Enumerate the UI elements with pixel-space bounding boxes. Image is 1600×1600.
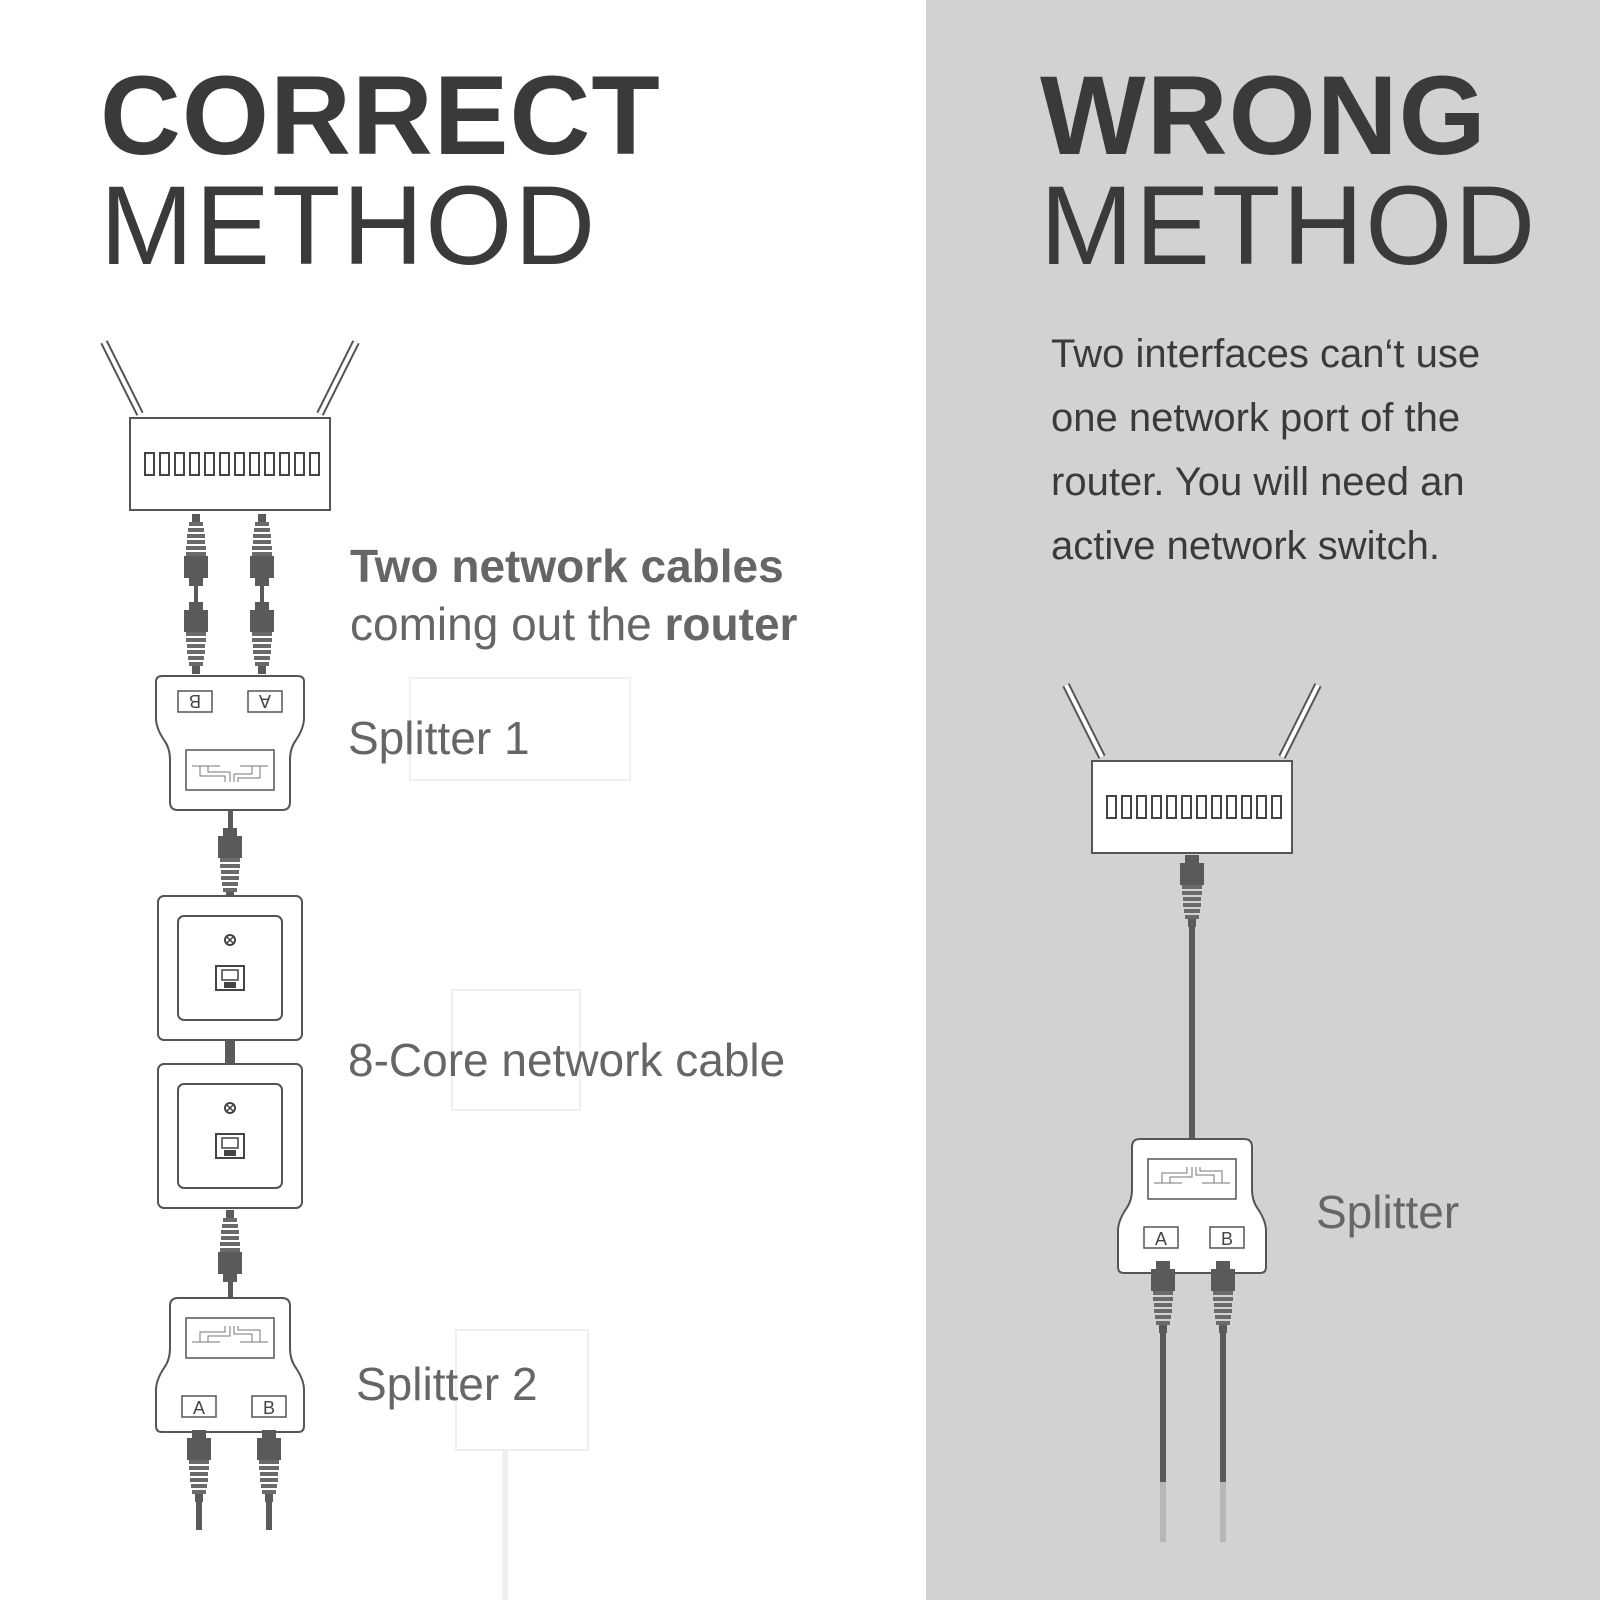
splitter-right-port-b: B (1221, 1229, 1233, 1249)
cable-label: 8-Core network cable (348, 1034, 786, 1086)
ghost-cables-right (1160, 1482, 1226, 1542)
splitter-2-port-b: B (263, 1398, 275, 1418)
wrong-description: Two interfaces can‘t use one network por… (1051, 332, 1481, 568)
splitter-right-ports: A B (1143, 1226, 1245, 1249)
splitter-1-ports: B A (177, 690, 283, 713)
splitter-1-port-a: A (259, 691, 271, 711)
splitter-1-port-b: B (189, 691, 201, 711)
wrong-title-bold: WRONG (1040, 53, 1487, 178)
correct-title-thin: METHOD (100, 163, 598, 288)
socket-link (225, 1040, 235, 1064)
cables-label: Two network cables coming out the router (350, 538, 797, 653)
correct-method-panel (0, 0, 926, 1600)
wall-socket-2 (157, 1063, 303, 1209)
cables-label-router: router (664, 597, 798, 650)
splitter-right-output-cables (1151, 1261, 1235, 1482)
splitter-2-port-a: A (193, 1398, 205, 1418)
cable-splitter1-socket1 (218, 810, 242, 900)
cables-label-plain: coming out the (350, 597, 652, 650)
wrong-title-thin: METHOD (1040, 163, 1538, 288)
splitter-right (1117, 1138, 1267, 1274)
cables-label-bold: Two network cables (350, 540, 784, 592)
router-right (1066, 685, 1318, 853)
ghost-illustration (409, 677, 631, 1600)
wall-socket-1 (157, 895, 303, 1041)
router-cables-left (184, 514, 274, 674)
splitter-right-label: Splitter (1316, 1186, 1460, 1238)
correct-title-bold: CORRECT (100, 53, 661, 178)
splitter-2-output-cables (187, 1430, 281, 1530)
splitter-2-ports: A B (181, 1395, 287, 1418)
router-cable-right (1180, 855, 1204, 1139)
router-left (104, 342, 356, 510)
splitter-2-label: Splitter 2 (356, 1358, 538, 1410)
splitter-1-label: Splitter 1 (348, 712, 530, 764)
cable-socket2-splitter2 (218, 1210, 242, 1298)
splitter-right-port-a: A (1155, 1229, 1167, 1249)
